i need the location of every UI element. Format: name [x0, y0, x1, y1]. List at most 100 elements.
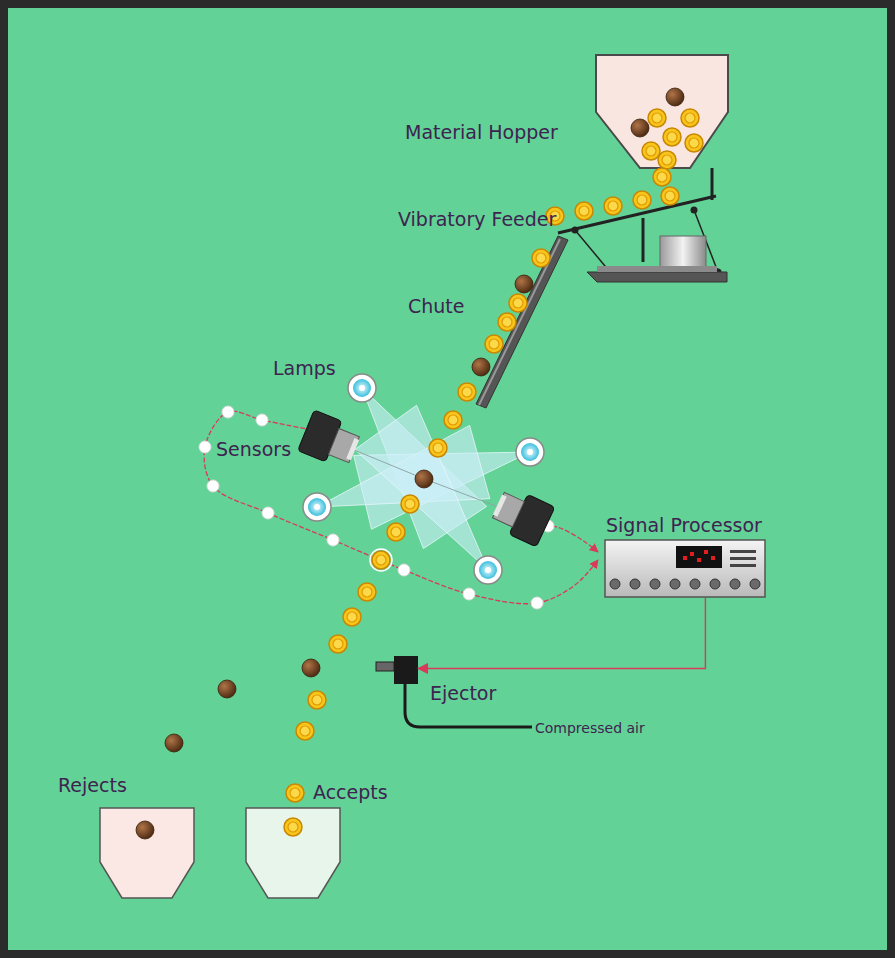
feeder-base	[587, 272, 727, 282]
background	[8, 8, 887, 950]
part-label: Sensors	[216, 438, 291, 461]
lamp	[303, 493, 331, 521]
control-signal-line	[418, 598, 705, 669]
device-button	[710, 579, 720, 589]
device-grille	[730, 564, 756, 567]
signal-pulse	[531, 597, 543, 609]
particle-ring	[685, 113, 695, 123]
good-particle	[372, 551, 390, 569]
signal-pulse	[463, 588, 475, 600]
good-particle	[387, 523, 405, 541]
good-particle	[661, 187, 679, 205]
particle-ring	[662, 155, 672, 165]
good-particle	[648, 109, 666, 127]
good-particle	[284, 818, 302, 836]
good-particle	[633, 191, 651, 209]
particle-ring	[288, 822, 298, 832]
good-particle	[458, 383, 476, 401]
good-particle	[444, 411, 462, 429]
chute	[476, 236, 568, 408]
good-particle	[532, 249, 550, 267]
good-particle	[372, 551, 390, 569]
lamp-bulb	[308, 498, 326, 516]
good-particle	[358, 583, 376, 601]
good-particle	[642, 142, 660, 160]
good-particle	[296, 722, 314, 740]
reject-bin	[100, 808, 194, 898]
bad-particle	[631, 119, 649, 137]
particle-ring	[300, 726, 310, 736]
signal-pulse	[222, 406, 234, 418]
particle-ring	[579, 206, 589, 216]
signal-processor: Signal Processor	[600, 506, 770, 598]
device-case	[605, 540, 765, 597]
good-particle	[604, 197, 622, 215]
particle-ring	[513, 298, 523, 308]
good-particle	[358, 583, 376, 601]
lamp	[474, 556, 502, 584]
feeder-base-top	[597, 266, 717, 272]
feeder-spring	[575, 230, 610, 272]
particle-ring	[502, 317, 512, 327]
device-button	[690, 579, 700, 589]
lamp-bulb	[353, 379, 371, 397]
particle-ring	[657, 172, 667, 182]
device-button	[630, 579, 640, 589]
good-particle	[401, 495, 419, 513]
particle-ring	[448, 415, 458, 425]
device-button	[670, 579, 680, 589]
good-particle	[498, 313, 516, 331]
good-particle	[532, 249, 550, 267]
good-particle	[444, 411, 462, 429]
particle-ring	[333, 639, 343, 649]
bad-particle	[472, 358, 490, 376]
bad-particle	[515, 275, 533, 293]
good-particle	[308, 691, 326, 709]
good-particle	[509, 294, 527, 312]
good-particle	[485, 335, 503, 353]
sensor-sight-lines	[330, 440, 522, 516]
display-dot	[697, 558, 701, 562]
camera	[488, 485, 555, 547]
device-button	[750, 579, 760, 589]
particle-ring	[489, 339, 499, 349]
good-particle	[575, 202, 593, 220]
lamp	[516, 438, 544, 466]
particle-ring	[433, 443, 443, 453]
lamp	[348, 374, 376, 402]
signal-pulse	[262, 507, 274, 519]
particle-ring	[689, 138, 699, 148]
signal-pulse	[256, 414, 268, 426]
device-button	[650, 579, 660, 589]
device-display	[676, 546, 722, 568]
part-label: Vibratory Feeder	[398, 208, 556, 231]
vibratory-feeder	[558, 168, 727, 282]
part-label: Material Hopper	[405, 121, 558, 144]
particle-ring	[608, 201, 618, 211]
device-button	[730, 579, 740, 589]
good-particle	[329, 635, 347, 653]
good-particle	[387, 523, 405, 541]
signal-pulse	[199, 441, 211, 453]
nozzle-tip	[376, 662, 394, 671]
sensors	[298, 410, 555, 547]
particle-ring	[405, 499, 415, 509]
bad-particle	[218, 680, 236, 698]
bad-particle	[415, 470, 433, 488]
particle-ring	[665, 191, 675, 201]
ejector-label: Ejector	[430, 682, 496, 705]
part-label: Accepts	[313, 781, 388, 804]
signal-wire	[204, 411, 598, 604]
lamps	[303, 374, 544, 584]
camera-lens	[493, 492, 525, 527]
particle-ring	[652, 113, 662, 123]
part-label: Lamps	[273, 357, 336, 380]
ejector-nozzle	[376, 656, 532, 727]
camera	[298, 410, 364, 471]
lamp-housing	[348, 374, 376, 402]
good-particle	[429, 439, 447, 457]
